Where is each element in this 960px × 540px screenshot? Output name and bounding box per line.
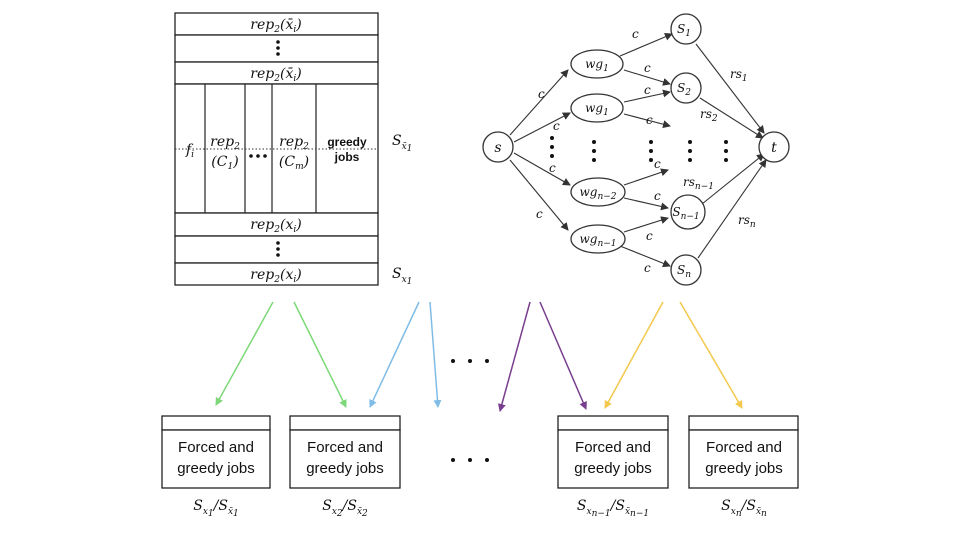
rep-cm-label-top: rep2 [279, 134, 309, 152]
f-i-label: fi [185, 142, 194, 160]
greedy-label: greedy [327, 135, 367, 149]
vdot [276, 46, 280, 50]
machine-n1: Forced and greedy jobs Sxn−1/Sx̄n−1 [557, 415, 669, 519]
svg-text:c: c [654, 157, 661, 171]
s-node-2 [670, 72, 702, 104]
svg-text:c: c [646, 229, 653, 243]
rep-cm-label-bottom: (Cm) [279, 154, 309, 172]
svg-text:S1: S1 [677, 22, 691, 39]
svg-text:c: c [538, 87, 545, 101]
svg-text:greedy jobs: greedy jobs [574, 460, 652, 477]
flow-network: c c c c c c c c c c c c rs1 rs2 rsn−1 rs… [482, 13, 790, 286]
rsn1-label: rsn−1 [683, 175, 714, 192]
source-label: s [494, 140, 501, 156]
row-rep-x-2-label: rep2(xi) [250, 267, 301, 285]
jobs-label: jobs [334, 150, 360, 164]
wg-node-1 [570, 49, 624, 79]
machine-n: Forced and greedy jobs Sxn/Sx̄n [688, 415, 799, 519]
source-node [482, 131, 514, 163]
s-node-n [670, 254, 702, 286]
svg-text:c: c [536, 207, 543, 221]
svg-text:Forced and: Forced and [178, 439, 254, 456]
machine-n-caption: Sxn/Sx̄n [721, 498, 767, 519]
svg-text:wg1: wg1 [585, 57, 609, 74]
s-x1-label: Sx1 [392, 266, 412, 287]
svg-text:c: c [646, 113, 653, 127]
svg-text:Forced and: Forced and [706, 439, 782, 456]
svg-text:c: c [644, 83, 651, 97]
svg-text:wgn−1: wgn−1 [579, 232, 616, 249]
rsn-label: rsn [738, 213, 756, 230]
svg-text:Forced and: Forced and [575, 439, 651, 456]
machine-1: Forced and greedy jobs Sx1/Sx̄1 [161, 415, 271, 519]
rep-c1-label-top: rep2 [210, 134, 240, 152]
machine-2: Forced and greedy jobs Sx2/Sx̄2 [289, 415, 401, 519]
machine-n1-caption: Sxn−1/Sx̄n−1 [577, 498, 649, 519]
s-xbar1-label: Sx̄1 [392, 133, 412, 154]
wg-node-n1 [570, 224, 626, 254]
svg-text:c: c [553, 119, 560, 133]
row-rep-xbar-1-label: rep2(x̄i) [250, 17, 301, 35]
vdot [276, 40, 280, 44]
svg-text:Sn−1: Sn−1 [672, 205, 699, 222]
svg-text:wgn−2: wgn−2 [579, 185, 616, 202]
row-rep-x-2 [174, 262, 379, 286]
assignment-arrows [215, 301, 743, 412]
row-rep-xbar-2-label: rep2(x̄i) [250, 66, 301, 84]
machine-1-caption: Sx1/Sx̄1 [193, 498, 239, 519]
rep-c1-label-bottom: (C1) [211, 154, 238, 172]
vertical-ellipsis-group [550, 136, 728, 162]
svg-text:c: c [654, 189, 661, 203]
svg-text:greedy jobs: greedy jobs [177, 460, 255, 477]
rs2-label: rs2 [700, 107, 718, 124]
schedule-block: rep2(x̄i) rep2(x̄i) fi rep2 (C1) rep2 (C… [174, 12, 412, 287]
sink-label: t [771, 140, 777, 156]
wg-node-2 [570, 93, 624, 123]
sink-node [758, 131, 790, 163]
svg-text:greedy jobs: greedy jobs [705, 460, 783, 477]
s-node-1 [670, 13, 702, 45]
machine-2-caption: Sx2/Sx̄2 [322, 498, 368, 519]
rs1-label: rs1 [730, 67, 748, 84]
svg-text:greedy jobs: greedy jobs [306, 460, 384, 477]
s-node-n1 [670, 194, 706, 230]
svg-text:c: c [549, 161, 556, 175]
svg-text:c: c [632, 27, 639, 41]
wg-node-n2 [570, 177, 626, 207]
svg-text:Sn: Sn [677, 263, 691, 280]
svg-text:c: c [644, 261, 651, 275]
vdot [276, 52, 280, 56]
svg-text:Forced and: Forced and [307, 439, 383, 456]
row-rep-x-1-label: rep2(xi) [250, 217, 301, 235]
svg-text:S2: S2 [677, 81, 691, 98]
svg-text:wg1: wg1 [585, 101, 609, 118]
svg-text:c: c [644, 61, 651, 75]
